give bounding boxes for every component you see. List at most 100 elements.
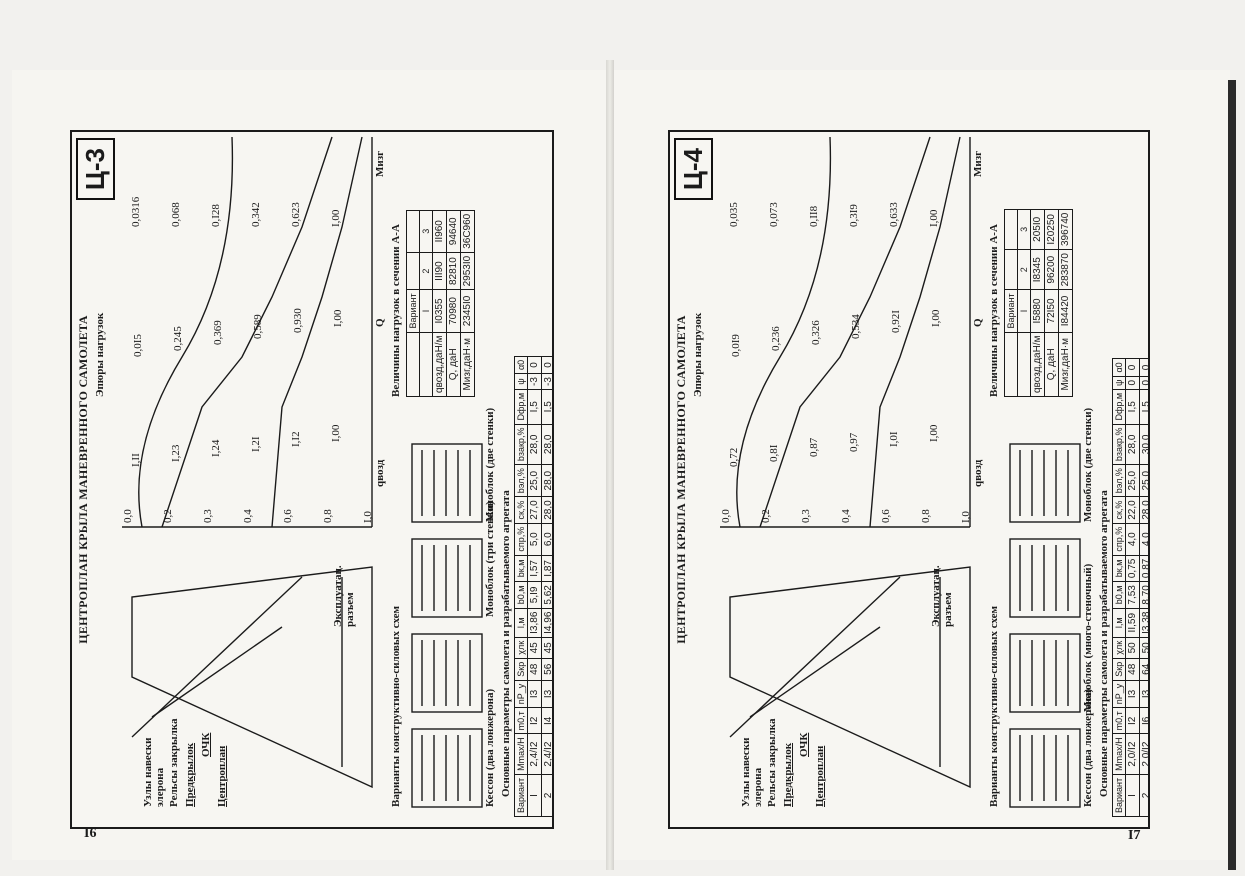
table-cell: 2953I0 (460, 252, 475, 290)
axis-m-label: Mизг (972, 150, 984, 177)
table-cell: bзакр,% (514, 424, 528, 465)
table-cell: bэл,% (514, 464, 528, 497)
table-cell: bк,м (514, 555, 528, 582)
table-cell: 2345I0 (460, 289, 475, 333)
table-cell: 0 (541, 356, 552, 374)
label-node1: Узлы навески (142, 737, 154, 807)
curve-value-label: I,II (130, 453, 142, 467)
label-loads-section: Величины нагрузок в сечении А-А (988, 224, 1000, 397)
chart-tick-label: 0,4 (242, 509, 254, 523)
scheme-box (411, 538, 483, 618)
table-cell: 56 (541, 658, 552, 681)
rotated-sheet-right: Ц-4 ЦЕНТРОПЛАН КРЫЛА МАНЕВРЕННОГО САМОЛЕ… (670, 132, 1148, 827)
moment-value-label: 0,633 (888, 202, 900, 227)
table-cell: 0 (1139, 358, 1148, 377)
axis-q-label: Q (972, 318, 984, 327)
table-cell: ψ (514, 373, 528, 390)
table-cell: Вариант (1004, 289, 1018, 333)
drawing-layer (720, 136, 1081, 808)
table-cell: Sкр (1112, 658, 1126, 681)
label-front: Предкрылок (782, 742, 794, 807)
table-cell: I3,86 (527, 608, 542, 638)
label-front: Предкрылок (184, 742, 196, 807)
curve-shear (759, 136, 931, 528)
table-cell (1004, 209, 1018, 250)
table-cell: Q, даН (446, 332, 461, 397)
table-cell: 28,0 (1139, 496, 1148, 524)
table-cell: 2,4/I2 (527, 733, 542, 775)
table-cell: 3 (419, 210, 433, 253)
table-cell: 82810 (446, 252, 461, 290)
table-cell: I0355 (432, 289, 447, 333)
table-cell: 0,75 (1125, 555, 1140, 582)
moment-value-label: 0,0316 (130, 196, 142, 227)
table-cell (1004, 332, 1018, 397)
axis-m-label: Mизг (374, 150, 386, 177)
table-cell: I84420 (1058, 289, 1073, 333)
table-cell: 45 (527, 637, 542, 659)
table-cell: Mmax/H (514, 733, 528, 775)
shear-value-label: 0,236 (770, 326, 782, 351)
table-cell: 6,0 (541, 523, 552, 556)
table-cell: 48 (1125, 658, 1140, 681)
scheme-box (1009, 538, 1081, 618)
table-cell: I (1125, 774, 1140, 817)
table-header-row: Вариант (1004, 209, 1018, 397)
table-cell: 50 (1139, 637, 1148, 659)
table-cell: l,м (514, 608, 528, 638)
label-kesson: Кессон (два лонжерона) (484, 688, 496, 807)
table-cell: II960 (432, 210, 447, 253)
table-cell: 30,0 (1139, 424, 1148, 465)
curve-value-label: 0,87 (808, 437, 820, 457)
chart-tick-label: 0,6 (282, 509, 294, 523)
chart-tick-label: 0,4 (840, 509, 852, 523)
label-node2: элерона (752, 767, 764, 807)
table-cell: 2,0/I2 (1139, 733, 1148, 775)
table-cell: I3,38 (1139, 608, 1148, 638)
table-cell: III90 (432, 252, 447, 290)
curve-value-label: I,23 (170, 444, 182, 462)
curve-moment (869, 136, 961, 528)
curve-value-label: 0,72 (728, 447, 740, 467)
table-cell: cпр,% (1112, 523, 1126, 556)
table-cell: -3 (527, 373, 542, 390)
axis-qv-label: qвозд (374, 459, 386, 487)
curve-value-label: I,I2 (290, 431, 302, 447)
table-cell: Вариант (514, 774, 528, 817)
scheme-box (1009, 443, 1081, 523)
table-cell: 2 (1017, 249, 1031, 290)
table-cell: qвозд,даН/м (432, 332, 447, 397)
table-cell: I,5 (541, 389, 552, 425)
sheet-frame-right: Ц-4 ЦЕНТРОПЛАН КРЫЛА МАНЕВРЕННОГО САМОЛЕ… (668, 130, 1150, 829)
scheme-box (411, 443, 483, 523)
table-cell: 28,0 (1125, 424, 1140, 465)
shear-value-label: 0,326 (810, 320, 822, 345)
table-cell: 50 (1125, 637, 1140, 659)
table-cell: 5,0 (527, 523, 542, 556)
leader-line (749, 626, 881, 718)
shear-value-label: 0,92I (890, 310, 902, 333)
table-header-row: Вариант (406, 210, 420, 397)
chart-tick-label: I,0 (960, 511, 972, 523)
table-cell: 28,0 (541, 496, 552, 524)
table-cell: nP_y (1112, 680, 1126, 708)
table-cell: Sкр (514, 658, 528, 681)
table-cell: 0 (1139, 376, 1148, 390)
table-cell: α0 (514, 356, 528, 374)
table-cell: qвозд,даН/м (1030, 332, 1045, 397)
curve-value-label: 0,97 (848, 432, 860, 452)
table-cell: 22,0 (1125, 496, 1140, 524)
table-cell: I (1017, 289, 1031, 333)
curve-value-label: I,00 (330, 424, 342, 442)
curve-value-label: I,2I (250, 436, 262, 452)
label-rails: Рельсы закрылка (766, 718, 778, 807)
moment-value-label: 0,342 (250, 202, 262, 227)
table-cell: 2,4/I2 (541, 733, 552, 775)
shear-value-label: 0,930 (292, 308, 304, 333)
label-base-params: Основные параметры самолета и разрабатыв… (1098, 490, 1110, 797)
